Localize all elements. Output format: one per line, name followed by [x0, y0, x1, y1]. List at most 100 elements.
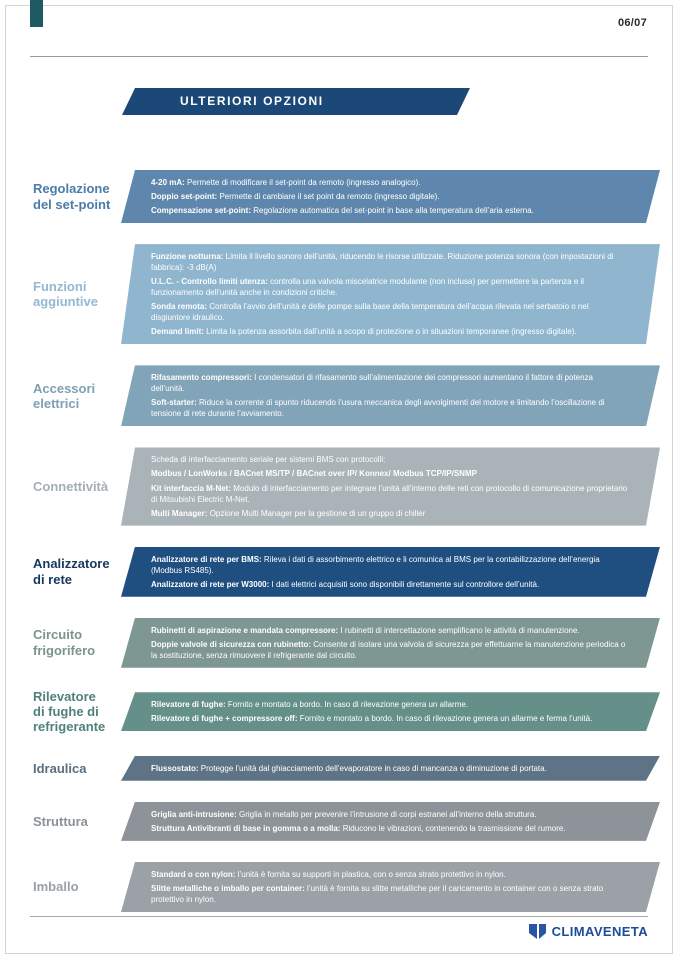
band-item-term: Compensazione set-point:: [151, 206, 252, 216]
band-item-term: Kit interfaccia M-Net:: [151, 483, 232, 493]
band-item-term: Demand limit:: [151, 327, 204, 337]
band-item-term: Slitte metalliche o imballo per containe…: [151, 883, 305, 893]
band-item-term: Funzione notturna:: [151, 252, 224, 262]
band-item-text: Limita la potenza assorbita dall’unità a…: [206, 327, 577, 337]
band-item: U.L.C. - Controllo limiti utenza: contro…: [151, 276, 628, 298]
band-item-term: Multi Manager:: [151, 508, 208, 518]
section-accessori-elettrici: Accessori elettrici Rifasamento compresso…: [33, 365, 660, 426]
section-struttura: Struttura Griglia anti-intrusione: Grigli…: [33, 802, 660, 841]
footer-rule: [30, 916, 648, 917]
band-item: Soft-starter: Riduce la corrente di spun…: [151, 397, 628, 419]
section-label: Circuito frigorifero: [33, 627, 96, 658]
band-item-term: Rifasamento compressori:: [151, 373, 252, 383]
band-item: Standard o con nylon: l’unità è fornita …: [151, 869, 628, 880]
band-item: Modbus / LonWorks / BACnet MS/TP / BACne…: [151, 468, 628, 479]
band-item: Sonda remota: Controlla l’avvio dell’uni…: [151, 301, 628, 323]
band-item: Funzione notturna: Limita il livello son…: [151, 251, 628, 273]
section-band: Rilevatore di fughe: Fornito e montato a…: [121, 692, 660, 731]
band-item-text: Opzione Multi Manager per la gestione di…: [209, 508, 426, 518]
title-band: ULTERIORI OPZIONI: [122, 88, 470, 115]
band-item-term: Flussostato:: [151, 763, 199, 773]
band-item: Slitte metalliche o imballo per containe…: [151, 883, 628, 905]
section-circuito-frigorifero: Circuito frigorifero Rubinetti di aspiraz…: [33, 618, 660, 668]
section-label: Struttura: [33, 813, 88, 829]
band-item-text: Griglia in metallo per prevenire l’intru…: [239, 809, 537, 819]
band-item-term: Griglia anti-intrusione:: [151, 809, 237, 819]
band-item: Struttura Antivibranti di base in gomma …: [151, 823, 628, 834]
section-label: Idraulica: [33, 760, 87, 776]
page-title: ULTERIORI OPZIONI: [180, 94, 324, 108]
section-label: Analizzatore di rete: [33, 556, 110, 587]
band-item-term: Standard o con nylon:: [151, 869, 236, 879]
page-number: 06/07: [617, 17, 647, 29]
band-item-text: I dati elettrici acquisiti sono disponib…: [271, 579, 540, 589]
band-item: Rilevatore di fughe + compressore off: F…: [151, 713, 628, 724]
section-label: Connettività: [33, 478, 109, 494]
band-item: 4-20 mA: Permette di modificare il set-p…: [151, 177, 628, 188]
section-connettivita: Connettività Scheda di interfacciamento …: [33, 447, 660, 525]
section-band: Analizzatore di rete per BMS: Rileva i d…: [121, 547, 660, 597]
band-item-term: Doppie valvole di sicurezza con rubinett…: [151, 639, 312, 649]
band-item: Griglia anti-intrusione: Griglia in meta…: [151, 809, 628, 820]
band-item: Scheda di interfacciamento seriale per s…: [151, 454, 628, 465]
climaveneta-logo: CLIMAVENETA: [528, 924, 648, 939]
section-band: Standard o con nylon: l’unità è fornita …: [121, 862, 660, 912]
band-item-term: Rubinetti di aspirazione e mandata compr…: [151, 625, 339, 635]
band-item-text: Protegge l’unità dal ghiacciamento dell’…: [200, 763, 547, 773]
section-label: Accessori elettrici: [33, 380, 96, 411]
band-item-text: I condensatori di rifasamento sull’alime…: [151, 373, 594, 394]
band-item: Compensazione set-point: Regolazione aut…: [151, 205, 628, 216]
section-label: Imballo: [33, 879, 79, 895]
section-band: 4-20 mA: Permette di modificare il set-p…: [121, 170, 660, 223]
band-item-term: Analizzatore di rete per BMS:: [151, 554, 262, 564]
band-item-term: Modbus / LonWorks / BACnet MS/TP / BACne…: [151, 469, 477, 479]
band-item-text: Fornito e montato a bordo. In caso di ri…: [299, 714, 593, 724]
band-item-text: controlla una valvola miscelatrice modul…: [151, 277, 585, 298]
band-item-text: l’unità è fornita su slitte metalliche p…: [151, 883, 604, 904]
band-item: Flussostato: Protegge l’unità dal ghiacc…: [151, 763, 628, 774]
band-item-text: Controlla l’avvio dell’unità e delle pom…: [151, 302, 589, 323]
band-item-text: l’unità è fornita su supporti in plastic…: [237, 869, 506, 879]
band-item-text: Riduce la corrente di spunto riducendo l…: [151, 398, 605, 419]
climaveneta-logo-text: CLIMAVENETA: [551, 924, 648, 939]
band-item-text: Rileva i dati di assorbimento elettrico …: [151, 554, 600, 575]
band-item-term: 4-20 mA:: [151, 178, 185, 187]
band-item-text: Regolazione automatica del set-point in …: [253, 206, 534, 216]
band-item-text: Modulo di interfacciamento per integrare…: [151, 483, 628, 504]
climaveneta-logo-icon: [528, 924, 546, 939]
band-item-text: Riducono le vibrazioni, contenendo la tr…: [342, 823, 566, 833]
section-label: Rilevatore di fughe di refrigerante: [33, 688, 106, 735]
band-item: Demand limit: Limita la potenza assorbit…: [151, 326, 628, 337]
corner-tab: [30, 0, 43, 27]
section-band: Griglia anti-intrusione: Griglia in meta…: [121, 802, 660, 841]
band-item: Kit interfaccia M-Net: Modulo di interfa…: [151, 483, 628, 505]
section-band: Funzione notturna: Limita il livello son…: [121, 244, 660, 344]
band-item-term: Rilevatore di fughe + compressore off:: [151, 714, 298, 724]
band-item: Analizzatore di rete per BMS: Rileva i d…: [151, 554, 628, 576]
band-item-term: Rilevatore di fughe:: [151, 700, 226, 710]
band-item: Doppio set-point: Permette di cambiare i…: [151, 191, 628, 202]
band-item-text: Permette di modificare il set-point da r…: [187, 178, 421, 187]
band-item-term: U.L.C. - Controllo limiti utenza:: [151, 277, 268, 287]
section-band: Rubinetti di aspirazione e mandata compr…: [121, 618, 660, 668]
section-band: Scheda di interfacciamento seriale per s…: [121, 447, 660, 525]
header-rule: [30, 56, 648, 57]
band-item-text: Scheda di interfacciamento seriale per s…: [151, 455, 386, 465]
band-item: Rubinetti di aspirazione e mandata compr…: [151, 625, 628, 636]
section-band: Rifasamento compressori: I condensatori …: [121, 365, 660, 426]
band-item-term: Sonda remota:: [151, 302, 208, 312]
band-item-text: Limita il livello sonoro dell’unità, rid…: [151, 252, 614, 273]
section-band: Flussostato: Protegge l’unità dal ghiacc…: [121, 756, 660, 781]
band-item-term: Analizzatore di rete per W3000:: [151, 579, 270, 589]
band-item-term: Doppio set-point:: [151, 192, 218, 202]
band-item: Multi Manager: Opzione Multi Manager per…: [151, 508, 628, 519]
band-item-text: Consente di isolare una valvola di sicur…: [151, 639, 626, 660]
band-item-text: Permette di cambiare il set point da rem…: [219, 192, 440, 202]
band-item: Doppie valvole di sicurezza con rubinett…: [151, 639, 628, 661]
